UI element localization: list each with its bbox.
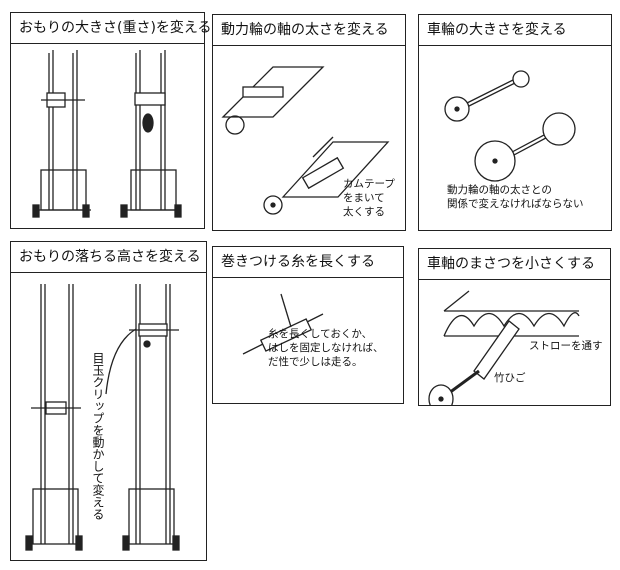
straw-note: ストローを通す: [529, 340, 603, 352]
panel-title: 車軸のまさつを小さくする: [419, 249, 610, 280]
note-line: カムテープ: [343, 178, 395, 190]
note-line: だ性で少しは走る。: [268, 356, 363, 368]
car-frame-right: [120, 50, 182, 218]
car-frame-left: [32, 50, 91, 218]
clip-note: 目玉クリップを動かして変える: [91, 352, 105, 520]
panel-wheel-size: 車輪の大きさを変える 動力輪の軸の太さとの 関係で変えなければならない: [418, 14, 612, 231]
wheel-note: 動力輪の軸の太さとの 関係で変えなければならない: [447, 183, 584, 211]
axle-illustration: [221, 66, 390, 215]
note-line: はしを固定しなければ、: [268, 342, 384, 354]
weight-car-illustration: [32, 50, 182, 218]
drop-height-illustration: [25, 284, 180, 551]
cam-tape-note: カムテープ をまいて 太くする: [343, 177, 395, 219]
straw-axle-illustration: [428, 290, 580, 405]
panel-axle-thickness: 動力輪の軸の太さを変える カムテープ をまいて 太くする: [212, 14, 406, 231]
note-line: をまいて: [343, 192, 385, 204]
wheel-illustration: [444, 70, 576, 182]
panel-title: 車輪の大きさを変える: [419, 15, 611, 46]
panel-drop-height: おもりの落ちる高さを変える 目玉クリップを動かして変える: [10, 241, 207, 561]
note-line: 動力輪の軸の太さとの: [447, 184, 552, 196]
panel-title: おもりの落ちる高さを変える: [11, 242, 206, 273]
panel-title: おもりの大きさ(重さ)を変える: [11, 13, 212, 44]
note-line: 糸を長くしておくか、: [268, 328, 373, 340]
bamboo-skewer-note: 竹ひご: [494, 372, 526, 384]
string-axle-illustration: [242, 293, 324, 355]
note-line: 太くする: [343, 206, 385, 218]
panel-string-length: 巻きつける糸を長くする 糸を長くしておくか、 はしを固定しなければ、 だ性で少し…: [212, 246, 404, 404]
panel-title: 動力輪の軸の太さを変える: [213, 15, 405, 46]
note-line: 関係で変えなければならない: [447, 198, 584, 210]
panel-axle-friction: 車軸のまさつを小さくする ストローを通す 竹ひご: [418, 248, 611, 406]
panel-weight-size: おもりの大きさ(重さ)を変える: [10, 12, 212, 229]
string-note: 糸を長くしておくか、 はしを固定しなければ、 だ性で少しは走る。: [268, 327, 384, 369]
panel-title: 巻きつける糸を長くする: [213, 247, 403, 278]
